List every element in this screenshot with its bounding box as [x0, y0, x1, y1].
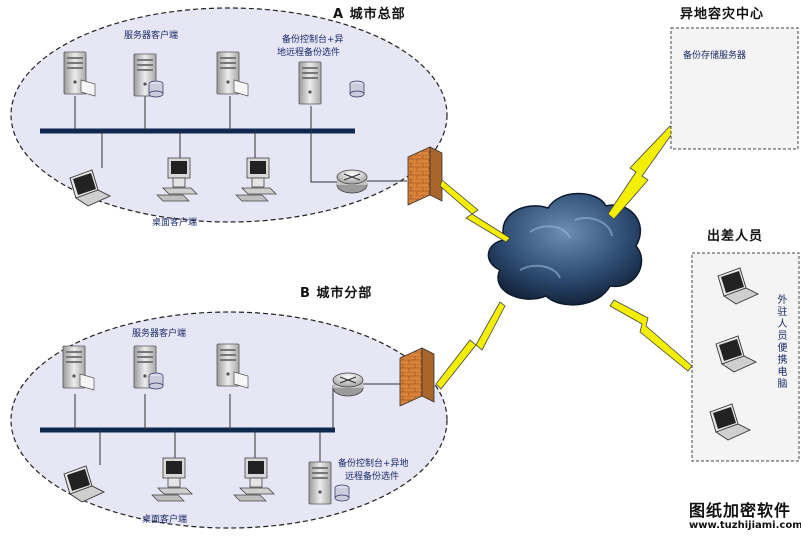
hq-router	[336, 169, 368, 194]
branch-desktop-clients-label: 桌面客户端	[142, 515, 188, 525]
lightning-icon	[439, 179, 511, 243]
hq-links	[74, 96, 338, 183]
branch-network-zone	[10, 311, 448, 529]
lightning-icon	[435, 301, 506, 390]
internet-cloud-icon	[487, 192, 643, 306]
lightning-icon	[609, 299, 693, 372]
hq-network-zone	[10, 7, 448, 223]
watermark-brand: 图纸加密软件	[689, 501, 792, 520]
hq-backup-console-label-1: 备份控制台+异	[282, 35, 344, 45]
branch-firewall	[399, 347, 435, 407]
traveling-title: 出差人员	[707, 229, 764, 244]
hq-firewall	[407, 146, 443, 206]
hq-backup-console-label-2: 地远程备份选件	[277, 48, 341, 58]
lightning-icon	[607, 125, 675, 220]
branch-backup-console-label-1: 备份控制台+异地	[338, 459, 409, 469]
remote-dr-storage-label: 备份存储服务器	[683, 51, 747, 61]
remote-dr-zone	[670, 27, 799, 150]
branch-links	[74, 385, 338, 465]
branch-router	[332, 372, 364, 397]
hq-title: A 城市总部	[333, 7, 406, 22]
branch-server-clients-label: 服务器客户端	[132, 329, 187, 339]
branch-title: B 城市分部	[300, 286, 373, 301]
traveling-laptops-label: 外驻人员便携电脑	[775, 294, 786, 390]
branch-backup-console-label-2: 远程备份选件	[345, 472, 400, 482]
hq-desktop-clients-label: 桌面客户端	[152, 218, 198, 228]
remote-dr-title: 异地容灾中心	[680, 7, 765, 22]
hq-server-clients-label: 服务器客户端	[124, 31, 179, 41]
watermark-url: www.tuzhijiami.com	[689, 520, 801, 531]
wan-links	[435, 125, 693, 390]
